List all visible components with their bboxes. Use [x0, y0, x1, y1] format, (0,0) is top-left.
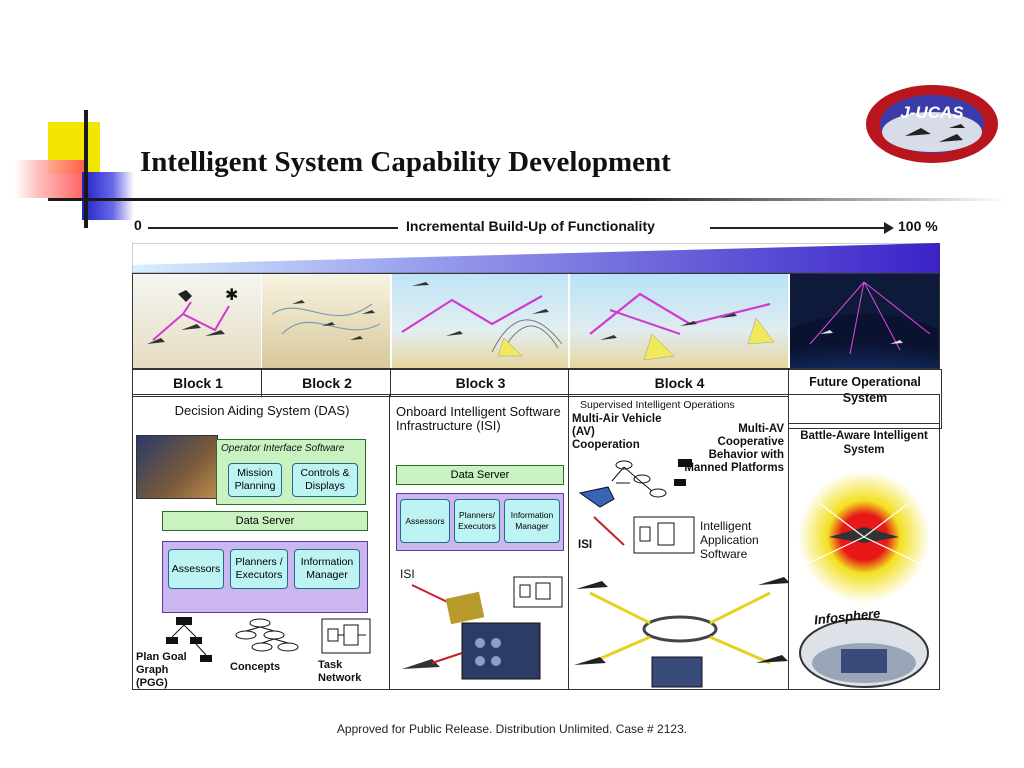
das-data-server: Data Server	[162, 511, 368, 531]
scale-line-left	[148, 227, 398, 229]
lower-panel	[132, 394, 940, 690]
block4-illustration	[574, 459, 788, 688]
das-heading: Decision Aiding System (DAS)	[174, 403, 350, 418]
decor-red-bar	[14, 160, 88, 198]
mission-planning-box: Mission Planning	[228, 463, 282, 497]
title-underline	[48, 198, 1008, 201]
scale-label: Incremental Build-Up of Functionality	[406, 218, 655, 234]
scale-arrowhead	[884, 222, 894, 234]
block-2-label: Block 2	[261, 369, 393, 397]
future-scene	[790, 274, 939, 368]
footer-note: Approved for Public Release. Distributio…	[336, 722, 688, 736]
isi-label: ISI	[400, 567, 415, 581]
multi-air-vehicle-label: Multi-Air Vehicle (AV) Cooperation	[572, 413, 662, 451]
controls-displays-box: Controls & Displays	[292, 463, 358, 497]
scale-line-right	[710, 227, 886, 229]
intelligent-app-software-label: Intelligent Application Software	[700, 519, 759, 561]
isi-heading: Onboard Intelligent Software Infrastruct…	[396, 404, 561, 433]
multi-av-cooperative-label: Multi-AV Cooperative Behavior with Manne…	[684, 423, 784, 474]
pgg-label: Plan Goal Graph (PGG)	[136, 651, 187, 689]
scale-end: 100 %	[898, 218, 938, 234]
operator-interface-label: Operator Interface Software	[221, 443, 345, 454]
isi-data-server: Data Server	[396, 465, 564, 485]
isi-planners: Planners/ Executors	[454, 499, 500, 543]
concepts-label: Concepts	[230, 661, 281, 673]
block3-scene	[392, 274, 568, 368]
svg-text:✱: ✱	[225, 287, 238, 304]
isi-hardware-illustration	[402, 576, 563, 680]
future-divider	[788, 423, 940, 424]
slide-title: Intelligent System Capability Developmen…	[140, 146, 671, 178]
block-3-label: Block 3	[390, 369, 571, 397]
j-ucas-logo: J-UCAS	[866, 85, 998, 163]
block-1-label: Block 1	[132, 369, 264, 397]
battle-aware-label: Battle-Aware Intelligent System	[800, 430, 928, 456]
functionality-wedge	[132, 243, 940, 273]
divider-1	[389, 394, 390, 690]
das-info-manager: Information Manager	[294, 549, 360, 589]
battle-aware-illustration	[798, 473, 930, 688]
decor-vertical-line	[84, 110, 88, 228]
decor-blue-square	[82, 172, 134, 220]
das-bottom-icons	[166, 617, 371, 662]
future-system-label: Future Operational System	[788, 369, 942, 429]
scale-start: 0	[134, 217, 142, 233]
scene-row	[132, 273, 940, 369]
das-assessors: Assessors	[168, 549, 224, 589]
logo-text: J-UCAS	[900, 103, 964, 122]
block1-scene: ✱	[133, 274, 261, 368]
block4-isi-label: ISI	[578, 539, 593, 551]
task-network-label: Task Network	[318, 659, 362, 684]
block4-scene	[570, 274, 788, 368]
divider-3	[788, 394, 789, 690]
capability-diagram: 0 Incremental Build-Up of Functionality …	[132, 205, 962, 705]
operator-photo	[136, 435, 218, 499]
das-planners: Planners / Executors	[230, 549, 288, 589]
divider-2	[568, 394, 569, 690]
block2-scene	[262, 274, 390, 368]
block-4-label: Block 4	[568, 369, 791, 397]
isi-assessors: Assessors	[400, 499, 450, 543]
supervised-ops-heading: Supervised Intelligent Operations	[580, 399, 735, 411]
isi-info-manager: Information Manager	[504, 499, 560, 543]
